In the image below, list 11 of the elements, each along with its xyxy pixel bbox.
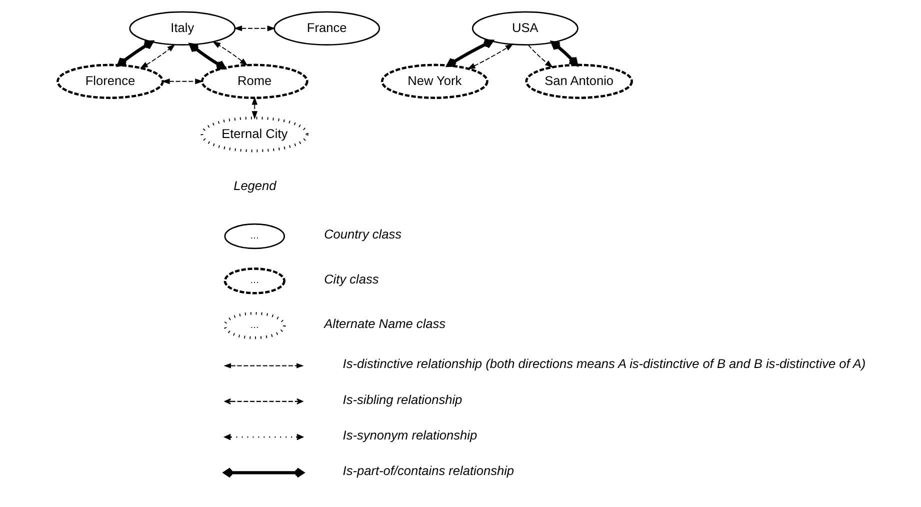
legend-label: Is-sibling relationship: [342, 392, 462, 407]
label: …: [250, 320, 260, 330]
legend-label: Is-part-of/contains relationship: [342, 463, 514, 478]
label: …: [250, 275, 260, 286]
legend-label: Alternate Name class: [324, 316, 446, 332]
legend-label: Country class: [324, 226, 402, 242]
legend-label: City class: [324, 271, 379, 286]
label: Legend: [234, 178, 276, 193]
legend-label: Is-distinctive relationship (both directions means A is-distinctive of B and B is-distinctive of A): [342, 356, 866, 372]
legend-label: Is-synonym relationship: [342, 428, 478, 443]
label: …: [250, 230, 260, 241]
